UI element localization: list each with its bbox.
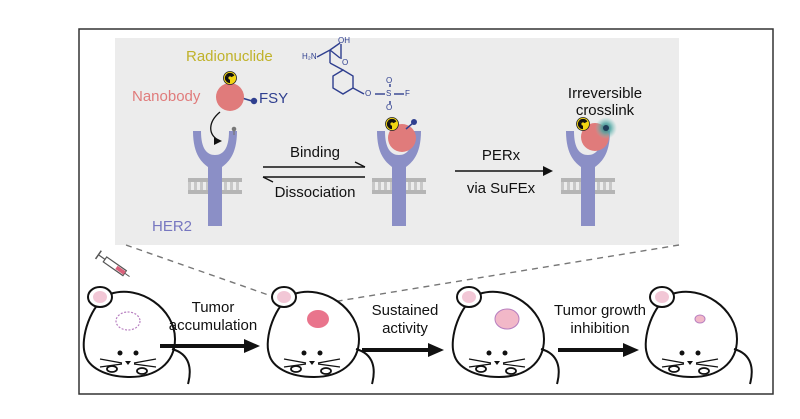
mouse-2: [266, 286, 375, 385]
atom-oh: OH: [338, 36, 350, 45]
mouse-3: [451, 286, 560, 385]
atom-s: S: [386, 89, 392, 98]
nanobody-complex: [210, 71, 258, 145]
atom-o-sulfonyl-top: O: [386, 76, 393, 85]
step3-label-line1: Tumor growth: [554, 302, 646, 319]
receptor-2: [372, 117, 426, 226]
receptor-1: [188, 126, 242, 226]
nanobody-circle: [216, 83, 244, 111]
mouse-4: [644, 286, 753, 385]
step2-label-line2: activity: [382, 320, 428, 337]
binding-label: Binding: [289, 144, 341, 161]
zoom-line-left: [125, 244, 295, 305]
step1-label-line1: Tumor: [191, 299, 235, 316]
atom-o-sulfonyl-bottom: O: [386, 103, 393, 112]
atom-o-carbonyl: O: [342, 58, 349, 67]
dissociation-label: Dissociation: [274, 184, 356, 201]
step-arrows: [160, 339, 639, 357]
fsy-label: FSY: [259, 90, 289, 107]
step1-label-line2: accumulation: [168, 317, 258, 334]
fsy-structure: [316, 42, 404, 104]
atom-f: F: [405, 89, 410, 98]
irreversible-label: Irreversible: [567, 85, 643, 102]
atom-o-ring: O: [365, 89, 372, 98]
step3-label-line2: inhibition: [570, 320, 630, 337]
crosslink-label: crosslink: [575, 102, 635, 119]
sufex-label: via SuFEx: [466, 180, 536, 197]
perx-label: PERx: [481, 147, 521, 164]
fsy-dot: [250, 97, 258, 105]
mouse-1: [82, 286, 191, 385]
nanobody-label: Nanobody: [132, 88, 201, 105]
syringe-icon: [94, 250, 130, 277]
step2-label-line1: Sustained: [371, 302, 439, 319]
receptor-3: [561, 117, 617, 226]
zoom-line-right: [319, 244, 680, 305]
atom-nh2: H₂N: [302, 52, 317, 61]
radionuclide-label: Radionuclide: [186, 48, 273, 65]
binding-arrows: [262, 161, 366, 183]
radionuclide-icon: [222, 71, 237, 85]
her2-label: HER2: [152, 218, 193, 235]
